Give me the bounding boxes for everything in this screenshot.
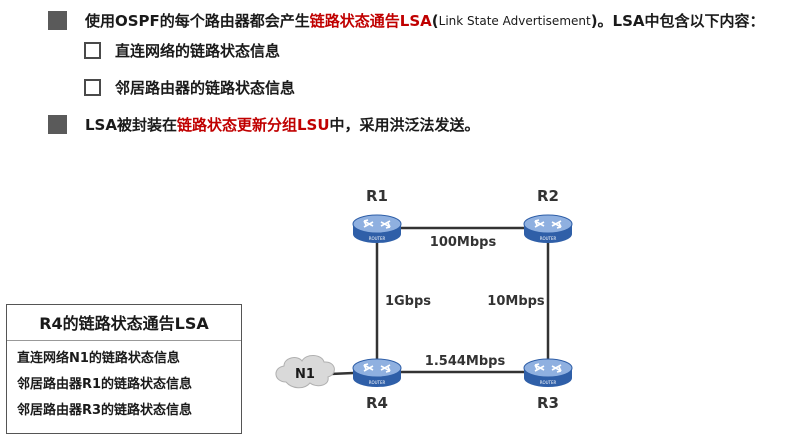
panel-line-direct-n1: 直连网络N1的链路状态信息 — [17, 351, 180, 366]
link-r2-r3-bandwidth: 10Mbps — [487, 294, 545, 309]
checkbox-square-icon — [84, 42, 101, 59]
bullet-text-suffix: 中，采用洪泛法发送。 — [329, 116, 480, 134]
bullet-text-prefix: LSA被封装在 — [85, 116, 177, 134]
bullet-text-english: Link State Advertisement — [438, 13, 591, 28]
router-r1-icon: ROUTER — [352, 214, 402, 244]
router-r2-label: R2 — [537, 187, 559, 205]
panel-divider — [7, 340, 241, 341]
bullet-square-icon — [48, 115, 67, 134]
router-r2-icon: ROUTER — [523, 214, 573, 244]
network-topology-diagram: ROUTER ROUTER ROUTER ROUTER N1 R1 R2 R4 … — [275, 187, 573, 412]
router-r4-label: R4 — [366, 394, 388, 412]
panel-line-neighbor-r1: 邻居路由器R1的链路状态信息 — [17, 377, 193, 392]
link-r4-r3-bandwidth: 1.544Mbps — [425, 354, 506, 369]
router-badge: ROUTER — [540, 236, 557, 241]
bullet-lsa-generation: 使用OSPF的每个路由器都会产生链路状态通告LSA(Link State Adv… — [48, 10, 765, 31]
network-n1-cloud-icon: N1 — [275, 355, 335, 389]
bullet-text-paren: ( — [431, 11, 439, 30]
link-r1-r2-bandwidth: 100Mbps — [430, 235, 497, 250]
bullet-square-icon — [48, 11, 67, 30]
sub-bullet-text: 直连网络的链路状态信息 — [115, 42, 281, 60]
router-r4-icon: ROUTER — [352, 358, 402, 388]
router-badge: ROUTER — [369, 236, 386, 241]
panel-line-neighbor-r3: 邻居路由器R3的链路状态信息 — [17, 403, 193, 418]
panel-title: R4的链路状态通告LSA — [39, 314, 209, 333]
checkbox-square-icon — [84, 79, 101, 96]
router-r3-label: R3 — [537, 394, 559, 412]
link-r1-r4-bandwidth: 1Gbps — [385, 294, 431, 309]
sub-bullet-text: 邻居路由器的链路状态信息 — [115, 79, 296, 97]
bullet-text-highlight: 链路状态更新分组LSU — [176, 116, 330, 134]
router-badge: ROUTER — [540, 380, 557, 385]
network-n1-label: N1 — [295, 367, 315, 382]
sub-bullet-neighbor-router: 邻居路由器的链路状态信息 — [84, 77, 295, 98]
router-r3-icon: ROUTER — [523, 358, 573, 388]
router-badge: ROUTER — [369, 380, 386, 385]
router-r1-label: R1 — [366, 187, 388, 205]
bullet-text-prefix: 使用OSPF的每个路由器都会产生 — [85, 12, 310, 30]
bullet-text-highlight: 链路状态通告LSA — [309, 12, 432, 30]
sub-bullet-direct-network: 直连网络的链路状态信息 — [84, 40, 280, 61]
bullet-text-suffix: )。LSA中包含以下内容： — [590, 12, 765, 30]
r4-lsa-panel: R4的链路状态通告LSA 直连网络N1的链路状态信息 邻居路由器R1的链路状态信… — [6, 304, 242, 434]
